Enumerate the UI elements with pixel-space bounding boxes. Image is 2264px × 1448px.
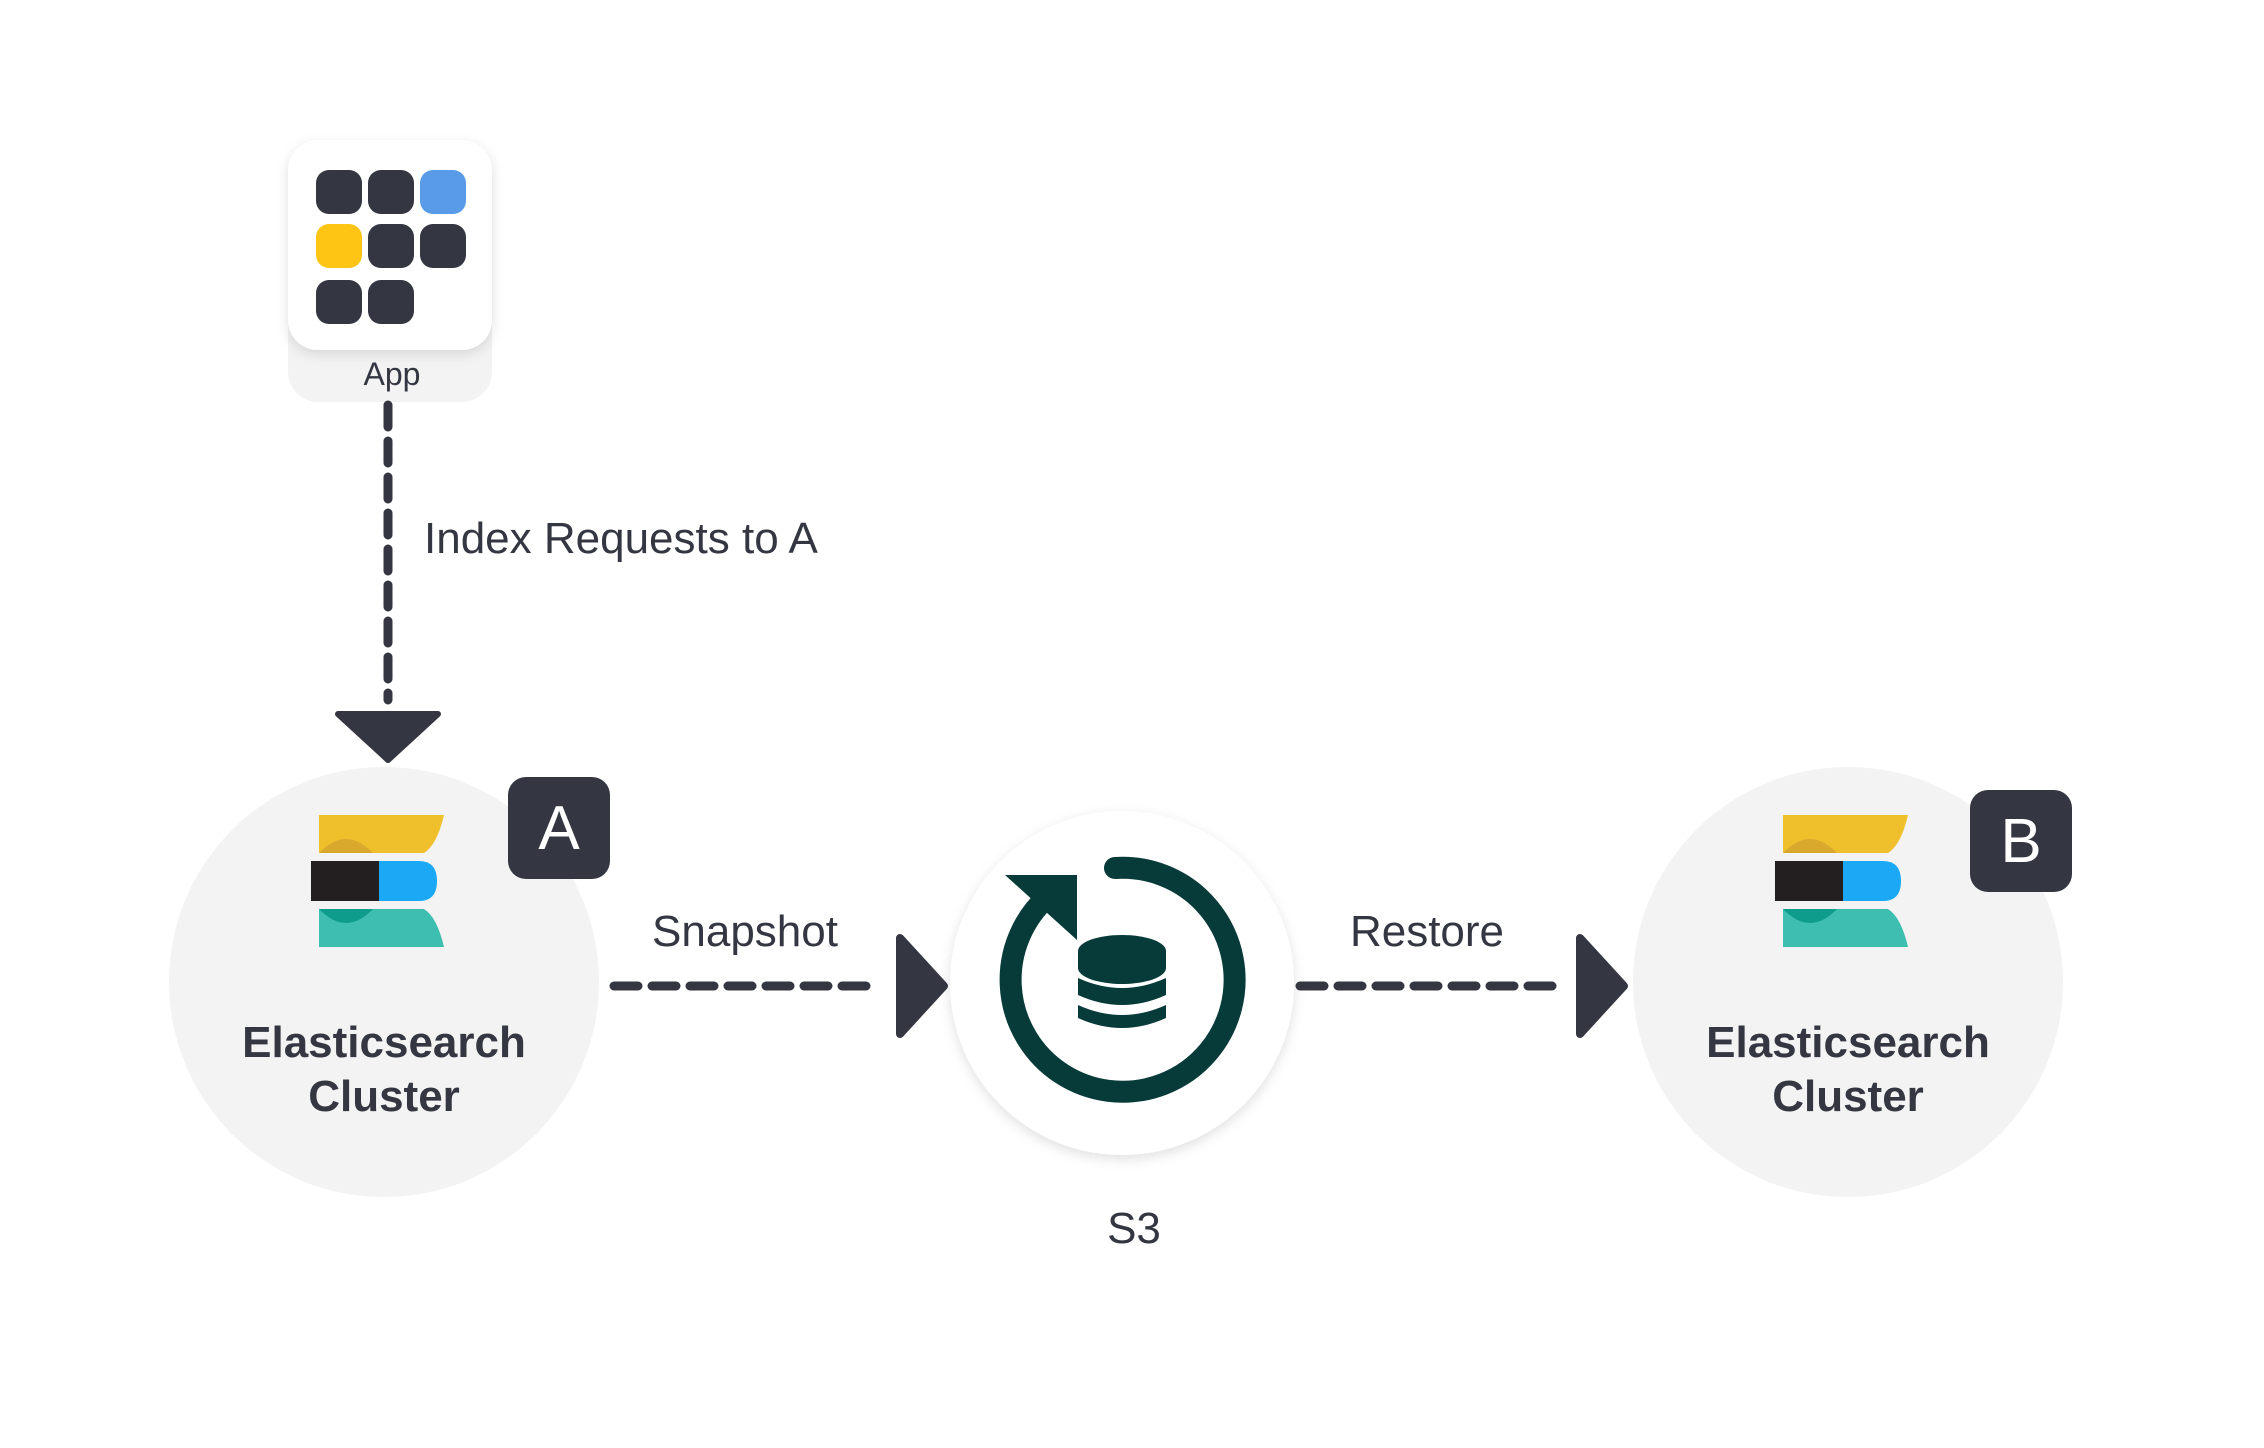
- arrow-down-icon: [335, 711, 441, 763]
- s3-label: S3: [1107, 1204, 1161, 1253]
- arrow-right-icon: [896, 934, 948, 1038]
- cluster-a-badge-letter: A: [538, 794, 580, 863]
- snapshot-label: Snapshot: [652, 907, 838, 956]
- app-node: App: [288, 140, 492, 402]
- elasticsearch-logo-icon: [1775, 815, 1908, 947]
- arrow-right-icon: [1576, 934, 1628, 1038]
- s3-snapshot-icon: [999, 856, 1246, 1103]
- restore-label: Restore: [1350, 907, 1504, 956]
- cluster-b-badge: [1970, 790, 2072, 892]
- app-grid-icon: [316, 170, 466, 324]
- cluster-b-badge-letter: B: [2000, 807, 2041, 876]
- database-icon: [1078, 935, 1166, 1028]
- snapshot-edge: Snapshot: [609, 907, 948, 1038]
- cluster-a-node: A Elasticsearch Cluster: [169, 767, 610, 1197]
- restore-edge: Restore: [1295, 907, 1628, 1038]
- cluster-a-title-line1: Elasticsearch: [242, 1018, 526, 1067]
- cluster-a-circle: [169, 767, 599, 1197]
- cluster-b-title-line1: Elasticsearch: [1706, 1018, 1990, 1067]
- s3-node: S3: [950, 811, 1294, 1253]
- cluster-a-badge: [508, 777, 610, 879]
- cluster-b-circle: [1633, 767, 2063, 1197]
- elasticsearch-logo-icon: [311, 815, 444, 947]
- app-label: App: [364, 356, 421, 392]
- cluster-b-title-line2: Cluster: [1772, 1072, 1924, 1121]
- index-requests-edge: Index Requests to A: [335, 400, 818, 763]
- cluster-b-node: B Elasticsearch Cluster: [1633, 767, 2072, 1197]
- cluster-a-title-line2: Cluster: [308, 1072, 460, 1121]
- index-requests-label: Index Requests to A: [424, 514, 818, 563]
